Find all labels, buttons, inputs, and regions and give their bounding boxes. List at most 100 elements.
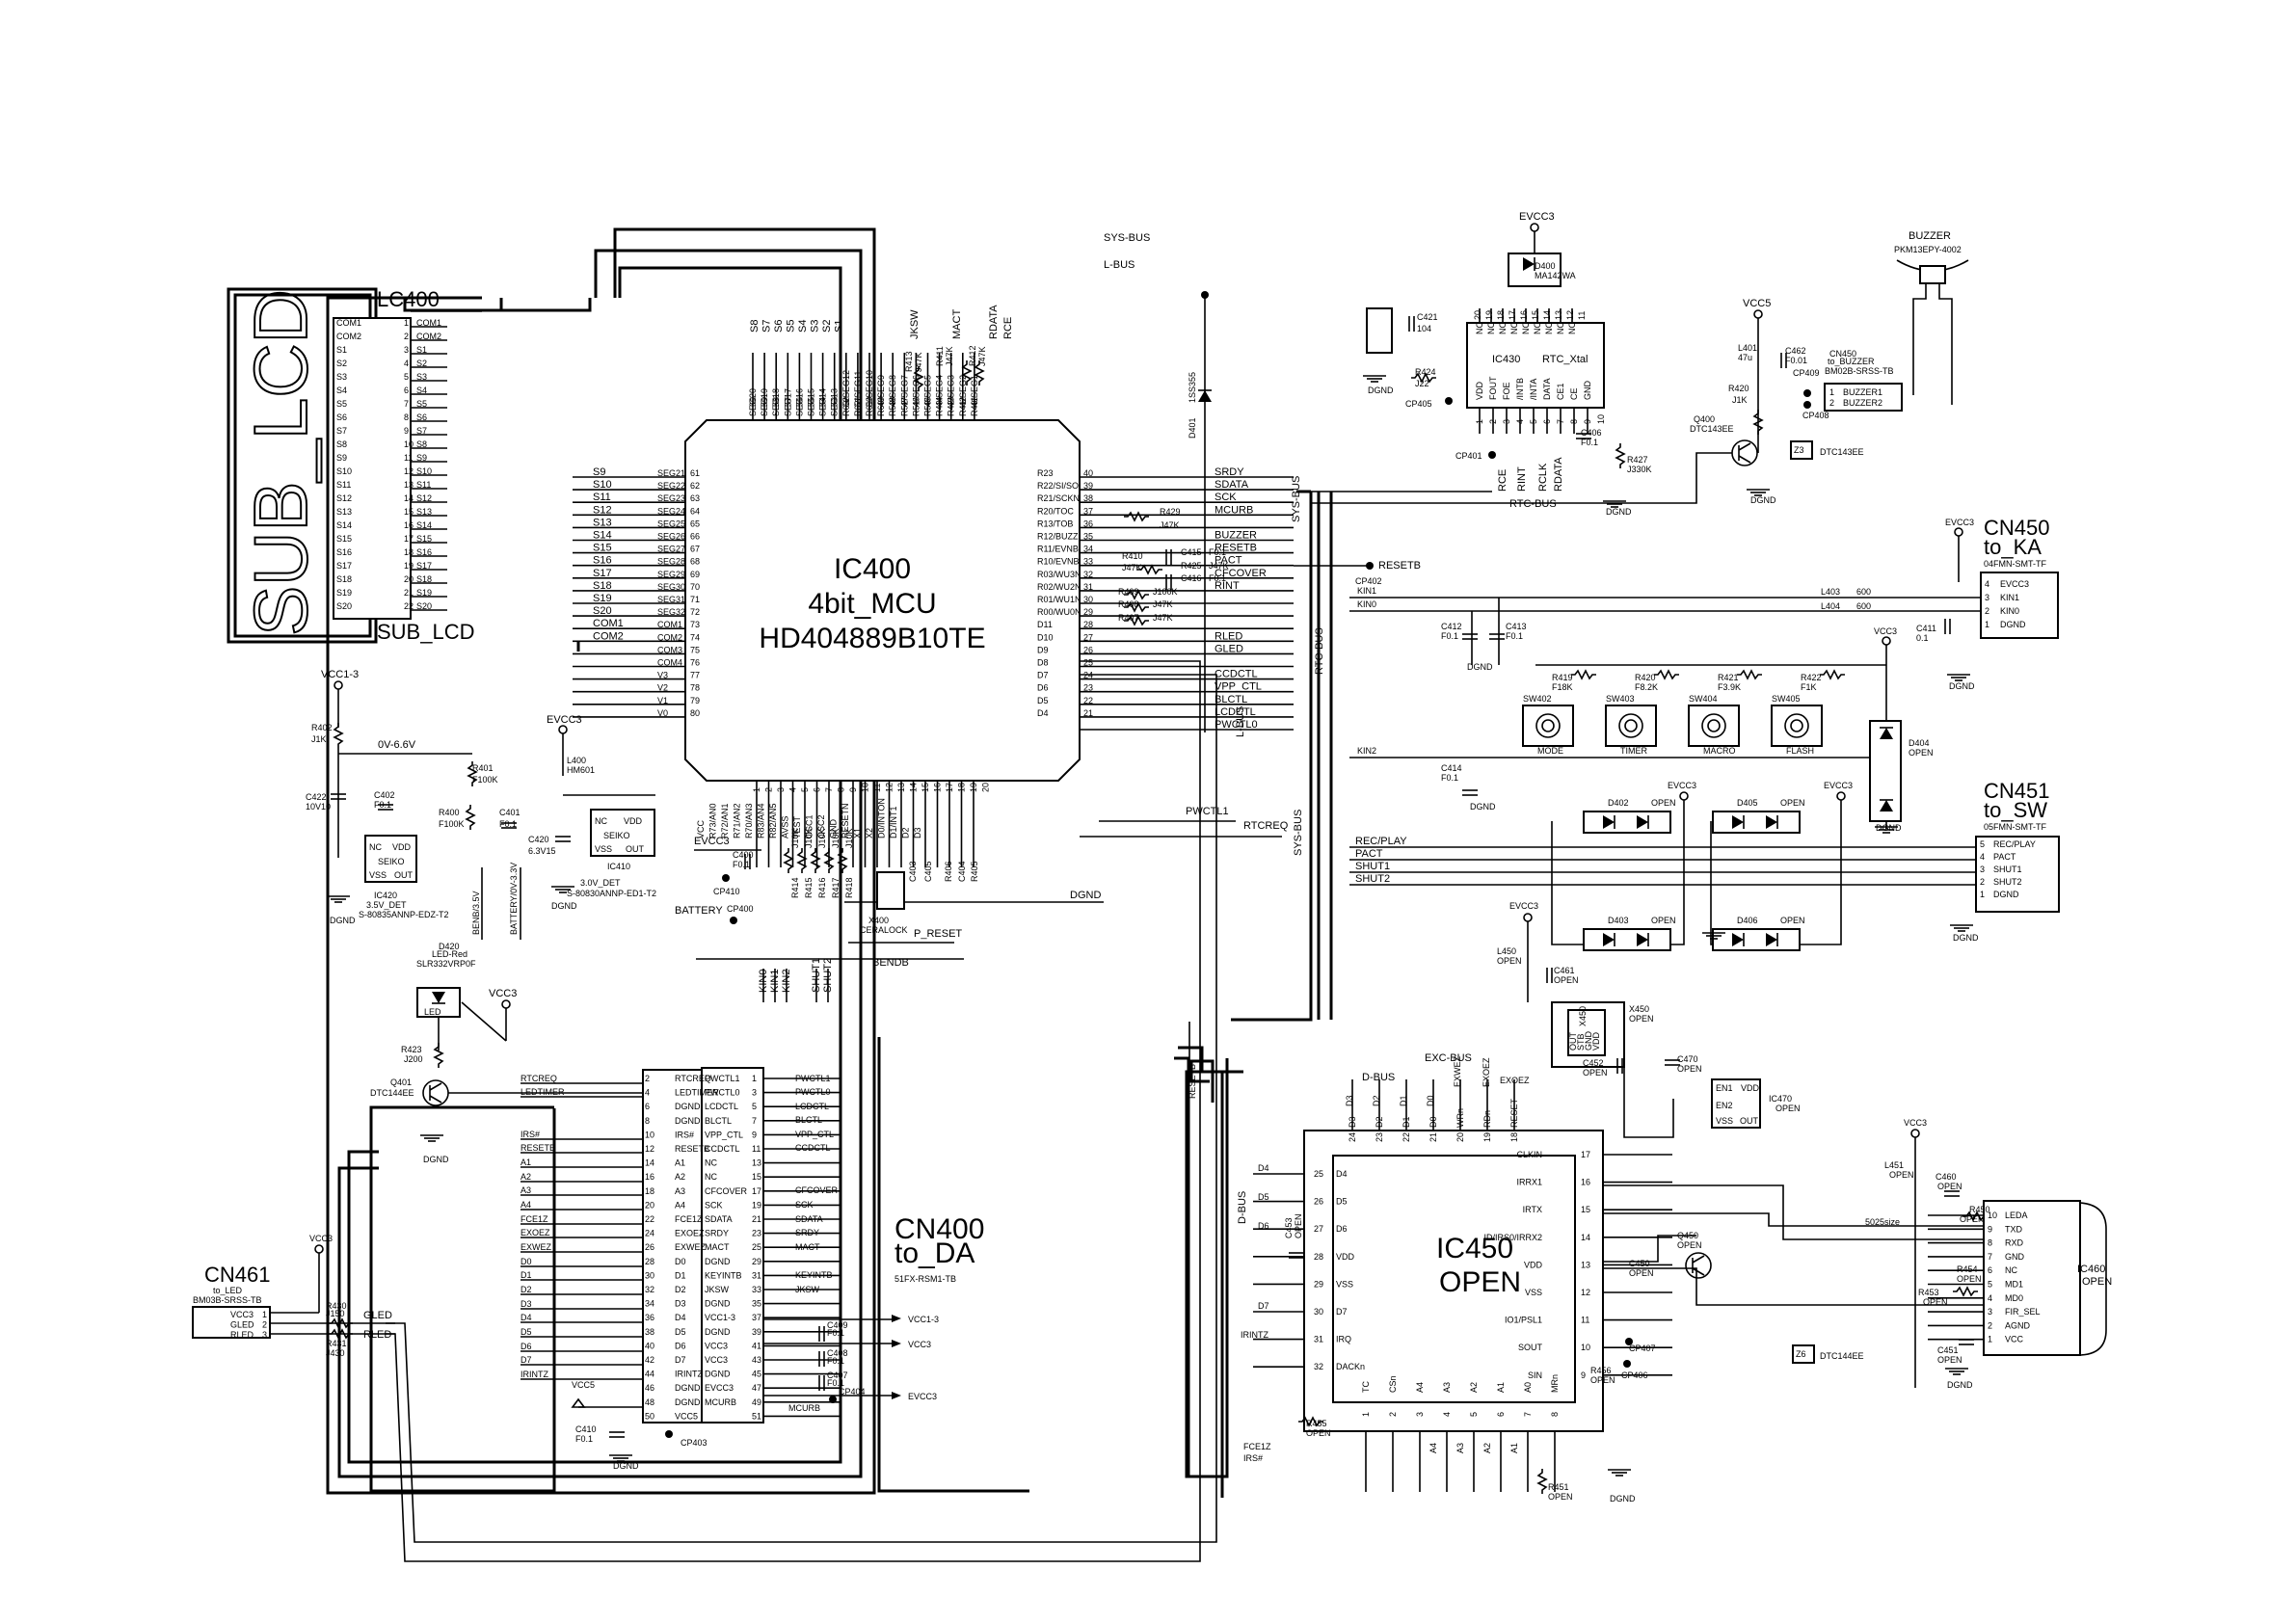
d401-diode (1198, 389, 1212, 402)
sub-lcd-pin-name: S18 (336, 574, 352, 584)
ic400-top-pin-name: R53/SEG8 (888, 375, 897, 416)
evcc3-label: EVCC3 (1509, 901, 1538, 911)
ic400-left-pin-number: 76 (690, 658, 700, 668)
ic400-bottom-pin-name: R73/AN0 (708, 803, 718, 838)
c407-capacitor (818, 1375, 825, 1391)
ic470-body-text: VSS (1716, 1116, 1733, 1126)
cn400-left-pin-number: 22 (645, 1214, 654, 1224)
q400-value: DTC143EE (1690, 424, 1734, 434)
ic450-left-pin-name: VSS (1336, 1279, 1353, 1289)
sub-lcd-pin-number: 22 (404, 601, 414, 611)
dgnd-label: DGND (1876, 823, 1902, 833)
r451-value: OPEN (1548, 1492, 1573, 1502)
ic450-net-d1: D1 (1399, 1095, 1408, 1106)
c461-capacitor (1546, 968, 1553, 983)
ic400-right-net: RESETB (1215, 543, 1257, 554)
cn400-right-pin-number: 29 (752, 1257, 761, 1266)
r429-value: J47K (1160, 520, 1180, 530)
ic400-right-pin-number: 35 (1083, 532, 1093, 542)
cn400-right-net: JKSW (795, 1285, 820, 1294)
ic430-top-pin-name: NC (1475, 322, 1484, 334)
r425-ref: R425 (1181, 561, 1202, 571)
cn400-left-net: RESETB (521, 1143, 555, 1153)
ic430-bottom-pin-number: 4 (1515, 419, 1525, 424)
cn400-left-pin-name: A2 (675, 1172, 685, 1182)
c410-capacitor (609, 1431, 625, 1438)
ic400-right-pin-number: 31 (1083, 582, 1093, 592)
cn400-right-pin-number: 11 (752, 1144, 761, 1154)
ic400-top-pin-name: SEG13 (830, 388, 840, 416)
cn400-right-pin-number: 35 (752, 1299, 761, 1309)
c421-value: 104 (1417, 324, 1431, 333)
sub-lcd-pin-box (333, 317, 412, 620)
sub-lcd-pin-name: S15 (336, 534, 352, 544)
ic430-top-pin-number: 12 (1565, 310, 1575, 320)
c409-ref: C409 (827, 1320, 848, 1330)
sub-lcd-pin-number: 20 (404, 574, 414, 584)
ic400-bottom-pin-number: 9 (848, 787, 858, 792)
cp405-label: CP405 (1405, 399, 1432, 409)
diode-body (1732, 933, 1744, 946)
cn400-left-pin-number: 26 (645, 1242, 654, 1252)
c450-ref: C450 (1629, 1259, 1650, 1268)
x450-ref-side: X450 (1629, 1004, 1649, 1014)
cn400-right-pin-name: MACT (705, 1242, 730, 1252)
ic400-right-pin-number: 33 (1083, 557, 1093, 567)
cn400-left-net: IRS# (521, 1130, 540, 1139)
cn400-right-pin-number: 19 (752, 1200, 761, 1210)
evcc3-terminal (1530, 223, 1539, 232)
cn400-left-pin-number: 50 (645, 1411, 654, 1421)
ic400-bottom-pin-name: R71/AN2 (733, 803, 742, 838)
sub-lcd-pin-name: S13 (336, 507, 352, 517)
r454-ref: R454 (1957, 1264, 1978, 1274)
ic400-part: HD404889B10TE (759, 623, 985, 654)
sub-lcd-pin-name: S9 (336, 453, 347, 463)
r451-resistor (1536, 1469, 1548, 1494)
ic400-left-pin-name: SEG26 (657, 532, 685, 542)
ic400-left-net: COM2 (593, 630, 624, 642)
bus-l (347, 266, 842, 1464)
ic460-pin-number: 10 (1988, 1211, 1997, 1220)
switch-ref: SW402 (1523, 694, 1552, 704)
dgnd-label: DGND (1953, 933, 1979, 943)
ic460-state: OPEN (2082, 1276, 2112, 1288)
ic450-bottom-pin-number: 4 (1442, 1412, 1452, 1417)
ic450-right-pin-number: 12 (1581, 1288, 1590, 1297)
sub-lcd-net-name: S14 (416, 520, 432, 530)
ic450-left-pin-number: 32 (1314, 1362, 1323, 1371)
cn400-right-pin-name: SCK (705, 1200, 723, 1210)
ground-symbol (1875, 826, 1898, 834)
cp404-dot (829, 1396, 837, 1403)
switch-knob (1701, 713, 1726, 738)
switch-body (1688, 705, 1740, 747)
ic450-net-resetb: RESETB (1188, 1064, 1197, 1099)
l403-ref: L403 (1821, 587, 1840, 597)
r430-ref: R430 (326, 1301, 347, 1311)
cn400-right-net: VPP_CTL (795, 1130, 834, 1139)
cp400-dot (730, 917, 737, 924)
sub-lcd-pin-name: S14 (336, 520, 352, 530)
evcc3-label: EVCC3 (1945, 518, 1974, 527)
cn400-right-net: PWCTL0 (795, 1087, 831, 1097)
cn400-right-pin-name: JKSW (705, 1285, 730, 1294)
ic400-top-pin-number: 52 (841, 397, 851, 407)
q450-ref: Q450 (1677, 1231, 1698, 1240)
d405-diode-b (1766, 815, 1778, 829)
ic400-top-signal: RCE (1002, 317, 1014, 339)
ic430-bottom-pin-name: GND (1583, 381, 1592, 401)
ic400-right-net: BLCTL (1215, 694, 1247, 705)
ic400-left-net: S10 (593, 479, 612, 491)
ic400-left-net: S19 (593, 593, 612, 604)
switch-ref: SW405 (1772, 694, 1801, 704)
c406-value: F0.1 (1581, 438, 1598, 447)
c470-value: OPEN (1677, 1064, 1702, 1074)
ic430-ref: IC430 (1492, 354, 1520, 365)
ic400-left-net: S20 (593, 605, 612, 617)
c462-ref: C462 (1785, 346, 1806, 356)
vcc3-label: VCC3 (1904, 1118, 1927, 1128)
c411-capacitor (1944, 619, 1951, 634)
cn400-right-net: MACT (795, 1242, 820, 1252)
ic450-right-pin-number: 16 (1581, 1178, 1590, 1187)
buzzer-pin-number: 1 (1829, 387, 1834, 397)
ic460-pin-name: MD0 (2005, 1293, 2023, 1303)
